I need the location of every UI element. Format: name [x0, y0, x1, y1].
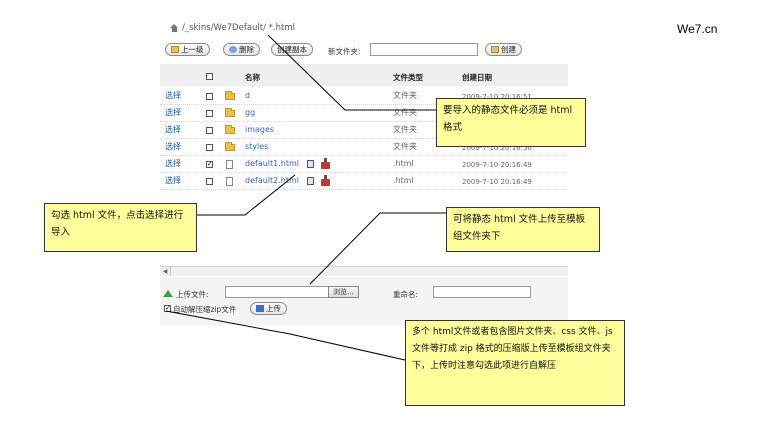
folder-up-icon — [171, 46, 179, 53]
scroll-left-icon[interactable]: ◀ — [160, 267, 171, 276]
file-icon — [226, 160, 233, 169]
rename-input[interactable] — [433, 286, 531, 298]
select-link[interactable]: 选择 — [165, 176, 181, 185]
select-link[interactable]: 选择 — [165, 142, 181, 151]
row-checkbox[interactable] — [206, 144, 213, 151]
file-type: .html — [393, 159, 414, 168]
browse-button[interactable]: 浏览... — [328, 286, 359, 298]
new-folder-input[interactable] — [370, 43, 478, 56]
file-name[interactable]: images — [245, 125, 275, 134]
delete-button[interactable]: 删除 — [223, 43, 260, 56]
file-type: 文件夹 — [393, 142, 417, 151]
save-icon — [256, 305, 264, 312]
file-type: 文件夹 — [393, 91, 417, 100]
file-type: 文件夹 — [393, 125, 417, 134]
file-date: 2009-7-10 20:16:49 — [462, 161, 532, 169]
row-checkbox[interactable] — [206, 178, 213, 185]
file-type: .html — [393, 176, 414, 185]
select-all-checkbox[interactable] — [206, 73, 213, 80]
upload-panel — [160, 277, 568, 325]
new-folder-label: 新文件夹: — [328, 47, 361, 56]
import-icon[interactable] — [321, 158, 330, 169]
edit-icon[interactable] — [307, 160, 314, 168]
col-type: 文件类型 — [393, 73, 423, 82]
file-name[interactable]: default1.html — [245, 159, 300, 168]
table-row: 选择 images 文件夹 — [160, 122, 568, 139]
upload-label: 上传文件: — [176, 290, 209, 299]
table-row: 选择 gg 文件夹 — [160, 105, 568, 122]
import-icon[interactable] — [321, 175, 330, 186]
file-icon — [226, 177, 233, 186]
delete-icon — [229, 46, 237, 53]
folder-icon — [225, 108, 235, 117]
folder-icon — [491, 46, 499, 53]
row-checkbox[interactable] — [206, 93, 213, 100]
delete-label: 删除 — [239, 45, 254, 54]
rename-label: 重命名: — [393, 290, 419, 299]
brand-logo: We7.cn — [677, 22, 718, 36]
row-checkbox-checked[interactable]: ✓ — [206, 160, 213, 168]
home-icon[interactable] — [170, 23, 179, 33]
file-name[interactable]: default2.html — [245, 176, 300, 185]
file-date: 2009-7-10 20:16:51 — [462, 93, 532, 101]
copy-label: 创建副本 — [277, 45, 307, 54]
upload-button-label: 上传 — [266, 304, 281, 313]
upload-arrow-icon — [163, 290, 173, 297]
file-name[interactable]: gg — [245, 108, 256, 117]
select-link[interactable]: 选择 — [165, 159, 181, 168]
table-row: 选择 styles 文件夹 2009-7-10 20:16:50 — [160, 139, 568, 156]
path-text: /_skins/We7Default/ *.html — [182, 23, 295, 33]
table-row: 选择 default2.html .html 2009-7-10 20:16:4… — [160, 173, 568, 190]
select-link[interactable]: 选择 — [165, 108, 181, 117]
horizontal-scrollbar[interactable]: ◀ — [160, 266, 568, 276]
up-level-label: 上一级 — [181, 45, 204, 54]
edit-icon[interactable] — [307, 177, 314, 185]
select-link[interactable]: 选择 — [165, 125, 181, 134]
create-label: 创建 — [501, 45, 516, 54]
file-name[interactable]: styles — [245, 142, 269, 151]
callout-zip-upload: 多个 html文件或者包含图片文件夹、css 文件、js 文件等打成 zip 格… — [405, 320, 625, 406]
upload-button[interactable]: 上传 — [250, 302, 287, 315]
file-date: 2009-7-10 20:16:50 — [462, 144, 532, 152]
folder-icon — [225, 91, 235, 100]
breadcrumb: /_skins/We7Default/ *.html — [170, 23, 295, 33]
callout-upload-static: 可将静态 html 文件上传至模板组文件夹下 — [446, 207, 600, 252]
select-link[interactable]: 选择 — [165, 91, 181, 100]
file-name[interactable]: d — [245, 91, 251, 100]
file-type: 文件夹 — [393, 108, 417, 117]
folder-icon — [225, 142, 235, 151]
folder-icon — [225, 125, 235, 134]
table-row: 选择 ✓ default1.html .html 2009-7-10 20:16… — [160, 156, 568, 173]
table-row: 选择 d 文件夹 2009-7-10 20:16:51 — [160, 88, 568, 105]
row-checkbox[interactable] — [206, 127, 213, 134]
row-checkbox[interactable] — [206, 110, 213, 117]
copy-button[interactable]: 创建副本 — [271, 43, 313, 56]
up-level-button[interactable]: 上一级 — [165, 43, 210, 56]
table-header — [160, 64, 568, 86]
col-name: 名称 — [245, 73, 260, 82]
callout-select-import: 勾选 html 文件，点击选择进行导入 — [44, 203, 197, 252]
create-button[interactable]: 创建 — [485, 43, 522, 56]
file-date: 2009-7-10 20:16:49 — [462, 178, 532, 186]
col-date: 创建日期 — [462, 73, 492, 82]
callout-html-format: 要导入的静态文件必须是 html 格式 — [436, 98, 586, 147]
auto-unzip-label: 自动解压缩zip文件 — [173, 305, 237, 314]
